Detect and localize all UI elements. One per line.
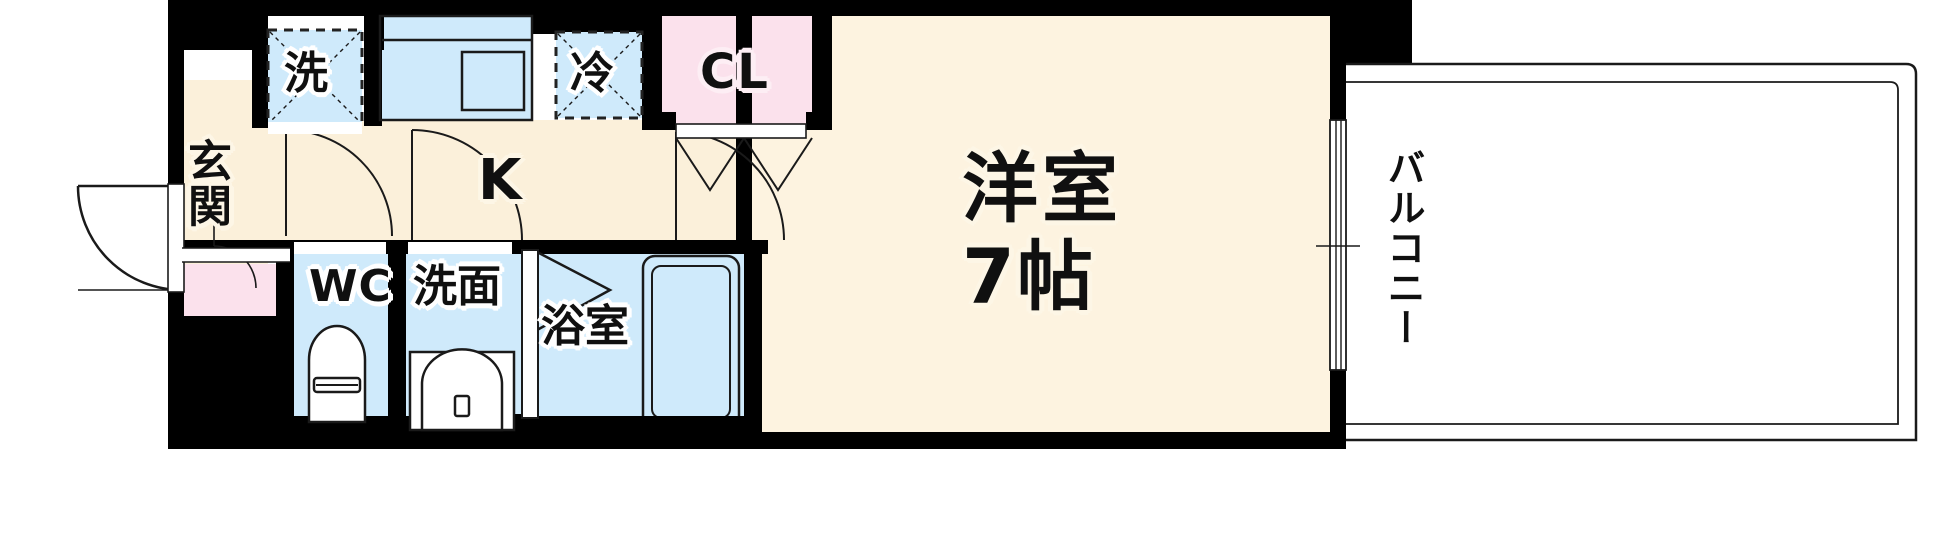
wall-yokushitsu-right	[744, 240, 762, 432]
wall-cl-left	[642, 16, 662, 128]
balcony-sliding-door	[1329, 119, 1347, 371]
wall-room-partition-upper	[736, 16, 752, 128]
kitchen-sink	[460, 50, 526, 112]
cl-door-track	[675, 123, 807, 139]
wall-cl-right	[812, 16, 832, 128]
balcony-outline	[1346, 62, 1918, 442]
washer-threshold	[268, 122, 362, 134]
toilet-bowl	[307, 324, 367, 424]
wall-cap-left-bottom	[168, 416, 292, 449]
wall-cl-bottom-left	[642, 112, 676, 130]
wall-wc-left	[276, 240, 294, 432]
bath-folding-door	[536, 250, 613, 332]
wall-cl-bottom-right	[806, 112, 832, 130]
entry-door-frame	[167, 183, 185, 293]
wall-right-outer-lower	[1330, 370, 1346, 449]
vanity-faucet	[453, 394, 471, 418]
bathtub-inner	[651, 265, 731, 419]
wall-top-mid	[532, 16, 658, 34]
wall-wc-right	[388, 240, 406, 432]
wall-top-left	[168, 16, 268, 50]
wall-bottom-right	[748, 432, 1346, 449]
vanity-basin	[420, 348, 504, 432]
wall-cap-bath-bottom	[630, 416, 762, 432]
fridge-diagonal-2	[557, 33, 641, 117]
washer-diagonal-1	[269, 31, 361, 123]
hall-door-swing	[411, 129, 523, 241]
wall-right-outer-upper	[1330, 0, 1346, 120]
bath-door-leaf	[521, 249, 539, 419]
cl-folding-door-left	[675, 137, 745, 192]
balcony-inner-outline	[1346, 81, 1899, 425]
kitchen-counter-outline	[378, 14, 534, 122]
wall-washer-right	[364, 16, 382, 126]
genkan-threshold-strip	[182, 248, 290, 262]
wall-top-main	[168, 0, 1346, 16]
senmen-door-opening	[408, 242, 512, 254]
cl-folding-door-right	[743, 137, 813, 192]
wall-left-outer-upper	[168, 16, 184, 120]
closet-fill-shoebox	[180, 264, 288, 316]
misc-wall-caps	[168, 416, 762, 449]
fixture-lines	[76, 14, 1918, 442]
washer-diagonal-2	[269, 31, 361, 123]
wall-washer-left2	[252, 50, 266, 126]
room-fill-washitsu	[752, 16, 1346, 432]
entry-door-swing	[76, 185, 183, 292]
wall-genkan-lower	[168, 316, 292, 432]
wall-washer-bottom-left	[252, 112, 268, 128]
wc-door-opening	[294, 242, 386, 254]
